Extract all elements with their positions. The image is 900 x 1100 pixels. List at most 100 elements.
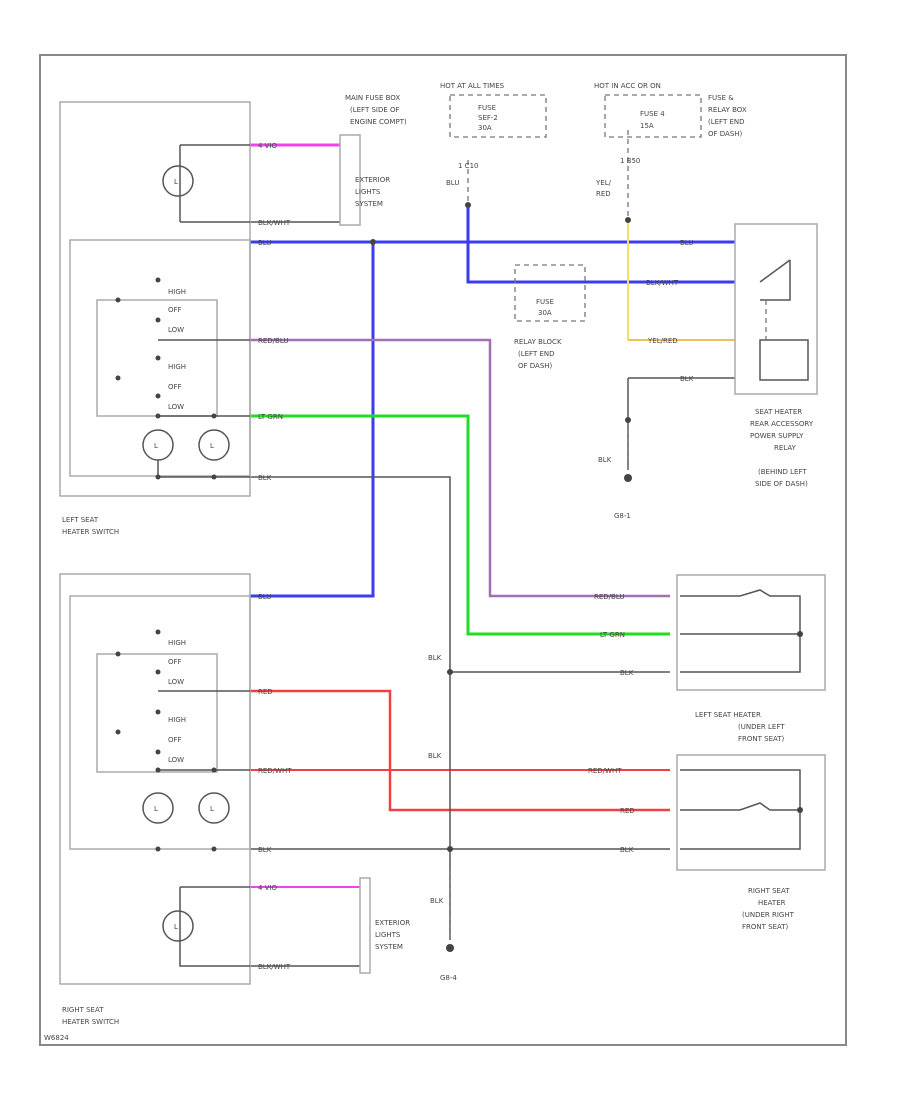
ext-lights-right-3: SYSTEM [375, 943, 403, 951]
fuse4-1: FUSE 4 [640, 110, 665, 118]
main-box-1: MAIN FUSE BOX [345, 94, 400, 102]
main-box-2: (LEFT SIDE OF [350, 106, 400, 114]
label-blk-relay: BLK [680, 375, 694, 383]
ext-lights-right-1: EXTERIOR [375, 919, 410, 927]
blu-id: 1 C10 [458, 162, 478, 170]
right-sw2-off: OFF [168, 736, 182, 744]
right-sw1-low: LOW [168, 678, 184, 686]
relay-name-1: SEAT HEATER [755, 408, 802, 416]
yel-red-top-1: YEL/ [595, 179, 612, 187]
left-seat-heater: LEFT SEAT HEATER (UNDER LEFT FRONT SEAT) [676, 574, 826, 743]
right-ext-lamp-label: L [174, 923, 178, 931]
label-lt-grn-heater: LT GRN [600, 631, 625, 639]
left-heater-name-1: LEFT SEAT HEATER [695, 711, 761, 719]
right-sw1-high: HIGH [168, 639, 186, 647]
left-sw1-high: HIGH [168, 288, 186, 296]
label-blk-splice1: BLK [428, 654, 442, 662]
label-red-heater: RED [620, 807, 635, 815]
wire-blu-fuse [466, 205, 735, 284]
label-blk-wht-right: BLK/WHT [258, 963, 291, 971]
ground-wires [250, 130, 735, 967]
relay-name-4: RELAY [774, 444, 797, 452]
wire-red-blu [250, 338, 670, 598]
fuse-main-3: 30A [478, 124, 492, 132]
fuse-main-1: FUSE [478, 104, 496, 112]
right-sw2-low: LOW [168, 756, 184, 764]
relay-block: FUSE 30A RELAY BLOCK (LEFT END OF DASH) [514, 264, 586, 370]
blu-top-label: BLU [446, 179, 459, 187]
label-blu-relay: BLU [680, 239, 693, 247]
label-red-blu-heater: RED/BLU [594, 593, 625, 601]
label-vio-right: 4 VIO [258, 884, 278, 892]
relay-block-fuse: FUSE [536, 298, 554, 306]
fuse-main-2: SEF-2 [478, 114, 498, 122]
label-blk-heater2: BLK [620, 846, 634, 854]
relay-name-5: (BEHIND LEFT [758, 468, 807, 476]
left-heater-name-3: FRONT SEAT) [738, 735, 785, 743]
label-red-blu-left: RED/BLU [258, 337, 289, 345]
relay-block-name: RELAY BLOCK [514, 338, 562, 346]
right-lamp1-label: L [154, 805, 158, 813]
ext-lights-right-2: LIGHTS [375, 931, 401, 939]
top-power-section: HOT AT ALL TIMES FUSE SEF-2 30A MAIN FUS… [345, 82, 747, 198]
relay-name-6: SIDE OF DASH) [755, 480, 808, 488]
label-blu-right: BLU [258, 593, 271, 601]
relay-block-loc1: (LEFT END [518, 350, 555, 358]
left-sw2-off: OFF [168, 383, 182, 391]
right-switch-name-2: HEATER SWITCH [62, 1018, 119, 1026]
right-lamp2-label: L [210, 805, 214, 813]
right-heater-name-4: FRONT SEAT) [742, 923, 789, 931]
hot-acc: HOT IN ACC OR ON [594, 82, 661, 90]
label-blk-ground2: BLK [430, 897, 444, 905]
wire-lt-grn [250, 414, 670, 636]
ext-lights-left-1: EXTERIOR [355, 176, 390, 184]
label-red-right: RED [258, 688, 273, 696]
right-heater-name-3: (UNDER RIGHT [742, 911, 795, 919]
left-sw1-off: OFF [168, 306, 182, 314]
label-vio-left: 4 VIO [258, 142, 278, 150]
right-sw1-off: OFF [168, 658, 182, 666]
wire-red [250, 689, 670, 812]
wires [250, 143, 735, 888]
footer-code: W6824 [44, 1034, 69, 1042]
yel-red-top-2: RED [596, 190, 611, 198]
label-blk-wht-left: BLK/WHT [258, 219, 291, 227]
relay-name-3: POWER SUPPLY [750, 432, 804, 440]
label-red-wht-heater: RED/WHT [588, 767, 622, 775]
right-seat-heater-switch: HIGH OFF LOW HIGH OFF LOW L L L [59, 573, 251, 985]
right-switch-name-1: RIGHT SEAT [62, 1006, 104, 1014]
ground-g8-1: G8-1 [614, 512, 631, 520]
right-seat-heater: RIGHT SEAT HEATER (UNDER RIGHT FRONT SEA… [676, 754, 826, 931]
ground-g8-4: G8-4 [440, 974, 457, 982]
relay-name-2: REAR ACCESSORY [750, 420, 814, 428]
right-sw2-high: HIGH [168, 716, 186, 724]
left-sw2-low: LOW [168, 403, 184, 411]
fuse-relay-box-4: OF DASH) [708, 130, 743, 138]
yel-id: 1 B50 [620, 157, 640, 165]
label-blk-ground1: BLK [598, 456, 612, 464]
label-lt-grn-left: LT GRN [258, 413, 283, 421]
left-ext-lamp-label: L [174, 178, 178, 186]
fuse4-2: 15A [640, 122, 654, 130]
fuse-relay-box-2: RELAY BOX [708, 106, 747, 114]
label-blk-right: BLK [258, 846, 272, 854]
relay-block-loc2: OF DASH) [518, 362, 553, 370]
fuse-relay-box-3: (LEFT END [708, 118, 745, 126]
right-heater-name-1: RIGHT SEAT [748, 887, 790, 895]
ext-lights-left-2: LIGHTS [355, 188, 381, 196]
label-blk-left: BLK [258, 474, 272, 482]
main-box-3: ENGINE COMPT) [350, 118, 407, 126]
seat-heater-relay: SEAT HEATER REAR ACCESSORY POWER SUPPLY … [734, 223, 818, 488]
ext-lights-left-3: SYSTEM [355, 200, 383, 208]
left-seat-heater-switch: L HIGH OFF LOW HIGH OFF LOW L L [59, 101, 251, 497]
left-lamp1-label: L [154, 442, 158, 450]
label-yel-red: YEL/RED [647, 337, 678, 345]
label-blu-left: BLU [258, 239, 271, 247]
left-switch-name-2: HEATER SWITCH [62, 528, 119, 536]
diagram-frame [39, 54, 847, 1046]
left-switch-name-1: LEFT SEAT [62, 516, 99, 524]
label-blk-heater: BLK [620, 669, 634, 677]
hot-all-times: HOT AT ALL TIMES [440, 82, 505, 90]
label-blk-splice2: BLK [428, 752, 442, 760]
